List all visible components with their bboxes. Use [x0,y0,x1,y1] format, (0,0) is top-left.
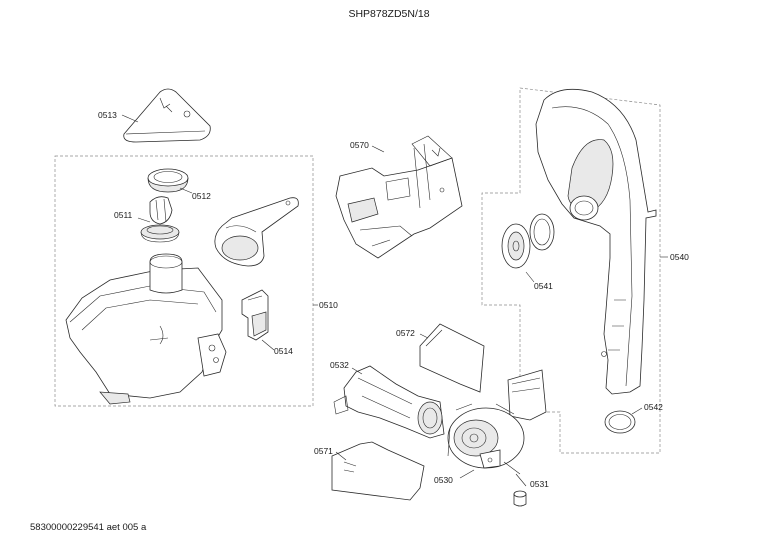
callout-0530: 0530 [434,475,453,485]
part-0511-float-valve [140,196,180,243]
callout-0513: 0513 [98,110,117,120]
callout-0532: 0532 [330,360,349,370]
callout-0572: 0572 [396,328,415,338]
callout-0570: 0570 [350,140,369,150]
part-0510-container [65,253,227,405]
part-0530-blower [447,369,547,475]
part-0512-seal-ring [147,168,189,193]
leader-0571 [335,451,347,461]
callout-0511: 0511 [114,210,133,220]
leader-0530 [459,469,475,479]
part-0514-clip [241,289,269,341]
leader-0531 [515,473,527,487]
callout-0571: 0571 [314,446,333,456]
part-0541-fan-wheel [501,213,555,269]
leader-0572 [419,333,429,339]
callout-0510: 0510 [319,300,338,310]
callout-0542: 0542 [644,402,663,412]
leader-0532 [351,367,363,375]
part-0540-air-duct [535,88,657,395]
part-0570-bracket [335,135,463,259]
leader-0541 [525,271,535,283]
leader-0511 [137,217,151,223]
callout-0540: 0540 [670,252,689,262]
leader-0570 [371,145,385,153]
document-footer-id: 58300000229541 aet 005 a [30,522,147,533]
part-0532-duct [333,365,445,439]
group-frame-0510 [54,155,314,407]
callout-0512: 0512 [192,191,211,201]
leader-0513 [121,114,139,123]
callout-0531: 0531 [530,479,549,489]
part-0571-sheet [331,441,425,501]
leader-0512 [179,187,193,194]
part-0542-oring [604,410,636,434]
diagram-title: SHP878ZD5N/18 [348,8,429,20]
callout-0541: 0541 [534,281,553,291]
part-0513-cap [123,88,211,143]
leader-0542 [631,407,643,415]
leader-0514 [261,339,275,351]
part-0572-pad [419,323,485,393]
part-0531-spacer [513,490,527,507]
callout-0514: 0514 [274,346,293,356]
part-lever-arm [214,197,299,267]
